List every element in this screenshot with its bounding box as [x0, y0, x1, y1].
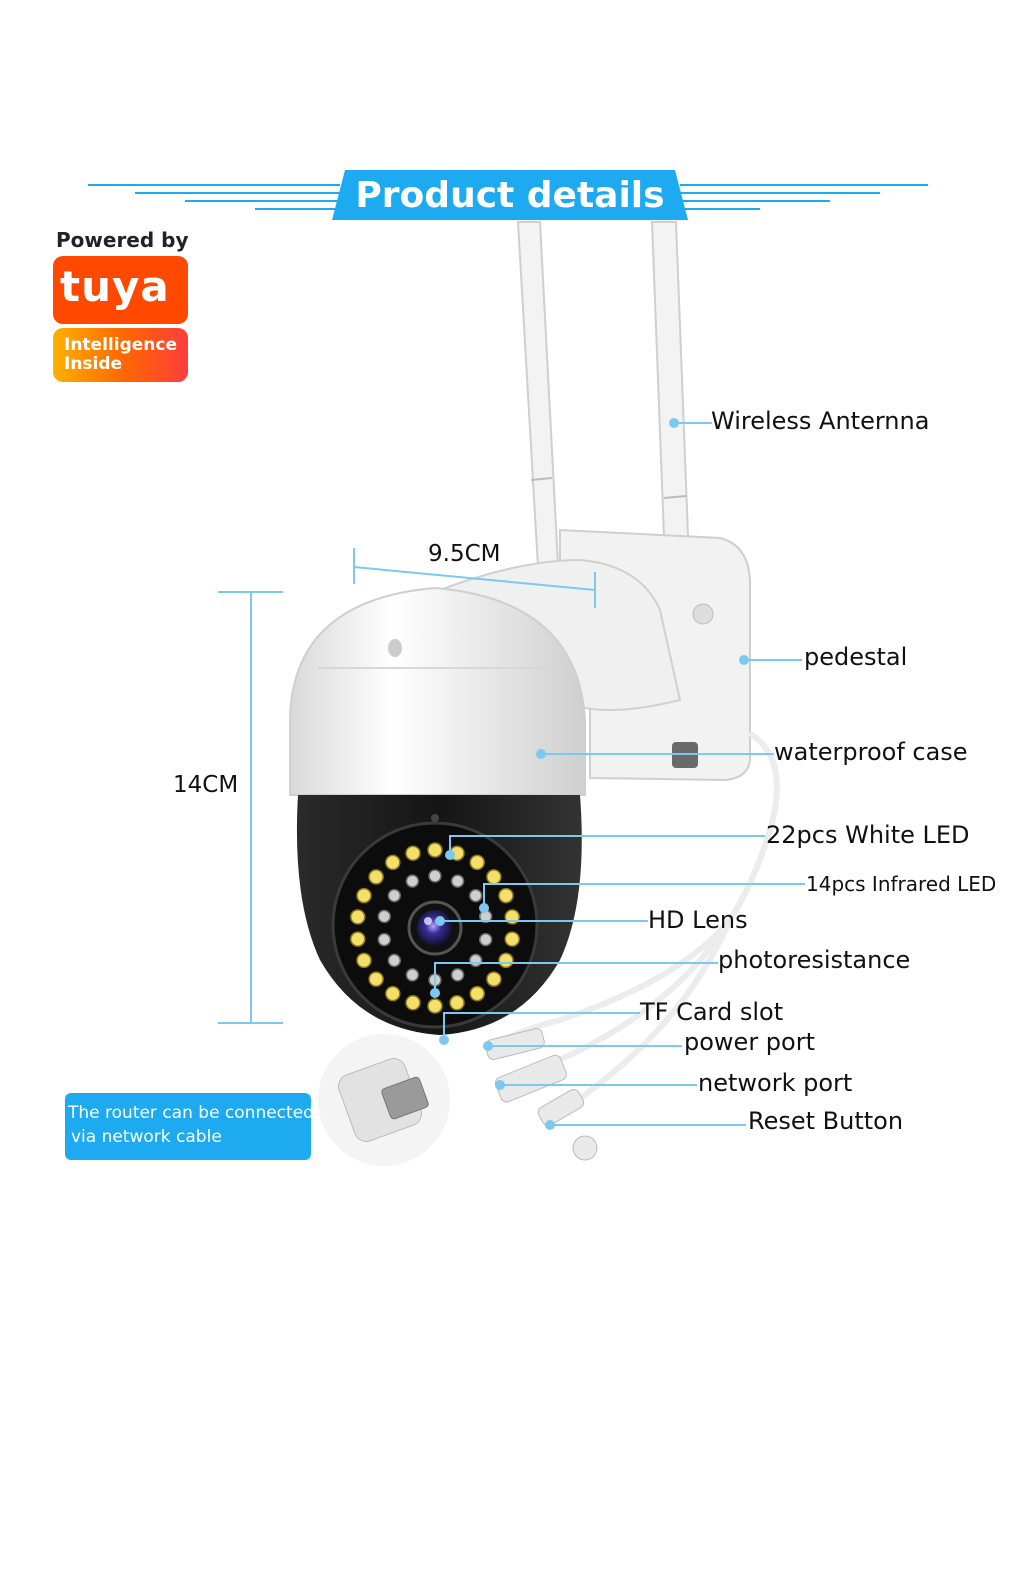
- infrared-led: [405, 968, 420, 982]
- white-led: [368, 869, 384, 885]
- hd-lens: [417, 910, 453, 946]
- white-led: [427, 842, 443, 858]
- page-title: Product details: [355, 175, 665, 216]
- connectors: [485, 1028, 598, 1161]
- router-note-box: [65, 1093, 311, 1160]
- intelligence-line1: Intelligence: [64, 335, 177, 355]
- white-led: [350, 909, 366, 925]
- label-network-port: network port: [698, 1069, 853, 1097]
- white-led: [356, 952, 372, 969]
- intelligence-badge: [53, 328, 188, 382]
- infrared-led: [450, 968, 465, 982]
- infrared-led: [468, 888, 483, 903]
- white-led: [469, 985, 485, 1002]
- white-led: [356, 887, 372, 904]
- white-led: [486, 971, 502, 987]
- white-led: [449, 995, 465, 1011]
- white-led: [405, 995, 421, 1011]
- label-infrared-led: 14pcs Infrared LED: [806, 872, 997, 896]
- dimension-height: [218, 591, 283, 1024]
- white-led: [385, 854, 401, 871]
- intelligence-line2: Inside: [64, 354, 123, 374]
- camera-illustration: [218, 221, 805, 1166]
- label-hd-lens: HD Lens: [648, 906, 748, 934]
- header-lines: [88, 170, 928, 220]
- white-led: [498, 952, 514, 969]
- label-photoresistance: photoresistance: [718, 946, 911, 974]
- router-note-line1: The router can be connected: [68, 1103, 314, 1123]
- infrared-led: [377, 909, 392, 924]
- label-white-led: 22pcs White LED: [766, 821, 970, 849]
- tuya-logo: [53, 256, 188, 324]
- white-led: [504, 931, 520, 947]
- infrared-led: [478, 932, 493, 947]
- infrared-led: [450, 874, 465, 888]
- width-dimension-label: 9.5CM: [428, 541, 501, 567]
- label-reset-button: Reset Button: [748, 1107, 904, 1135]
- infrared-led: [468, 953, 483, 968]
- white-led: [368, 971, 384, 987]
- label-tf-card-slot: TF Card slot: [640, 998, 784, 1026]
- infrared-led: [387, 953, 402, 968]
- white-led: [498, 887, 514, 904]
- rj45-inset: [318, 1034, 450, 1166]
- infrared-led: [405, 874, 420, 888]
- white-led: [469, 854, 485, 871]
- label-pedestal: pedestal: [804, 643, 908, 671]
- led-ring-inner: [377, 869, 493, 987]
- dimension-width: [353, 548, 596, 608]
- intelligence-text: Intelligence Inside: [64, 336, 177, 374]
- infrared-led: [387, 888, 402, 903]
- white-led: [350, 931, 366, 947]
- router-note-line2: via network cable: [71, 1127, 222, 1147]
- white-led: [405, 845, 421, 861]
- infrared-led: [377, 932, 392, 947]
- dome-case: [289, 586, 586, 796]
- leader-lines: [430, 418, 805, 1130]
- tuya-wordmark: tuya: [60, 262, 170, 311]
- label-power-port: power port: [684, 1028, 816, 1056]
- infrared-led: [428, 869, 442, 883]
- white-led: [385, 985, 401, 1002]
- label-waterproof-case: waterproof case: [774, 738, 968, 766]
- white-led: [486, 869, 502, 885]
- powered-by-label: Powered by: [56, 228, 189, 252]
- height-dimension-label: 14CM: [173, 772, 239, 798]
- white-led: [427, 998, 443, 1014]
- router-note-text: The router can be connected via network …: [68, 1101, 314, 1149]
- antenna-left: [516, 221, 560, 569]
- label-antenna: Wireless Anternna: [711, 407, 930, 435]
